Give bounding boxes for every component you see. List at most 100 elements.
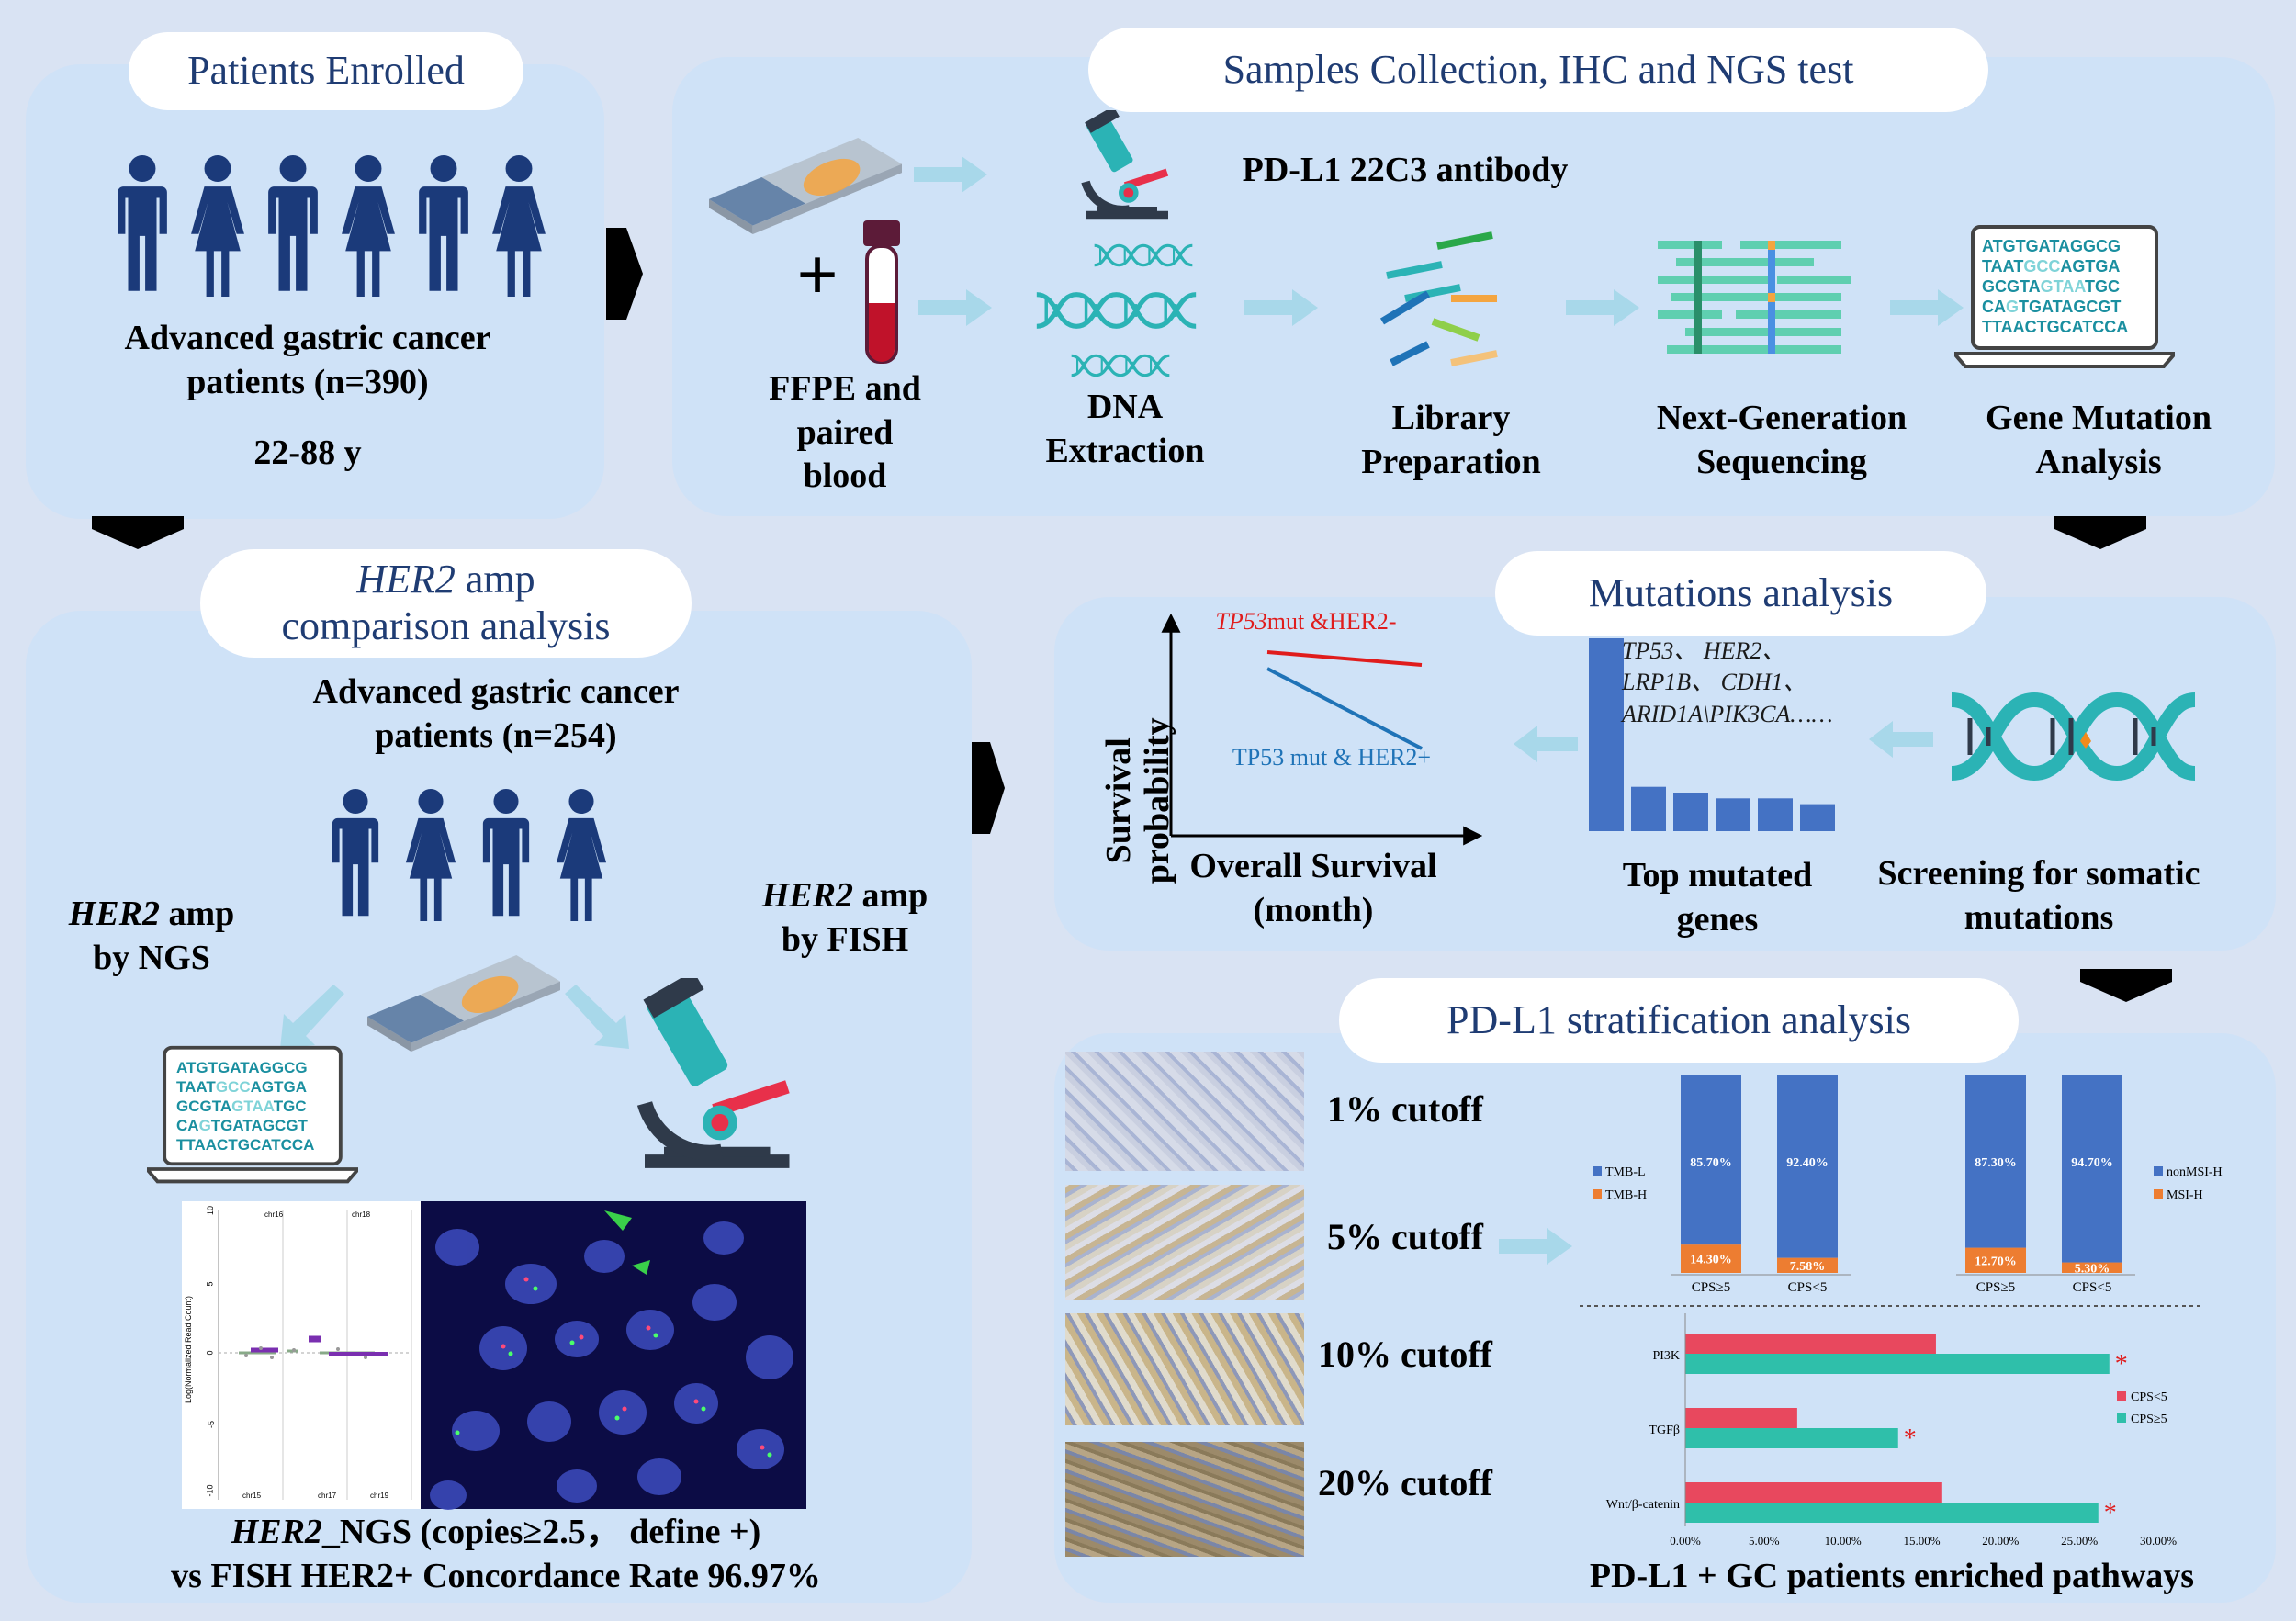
legend-label: MSI-H [2167,1188,2203,1202]
sequence-text: ATGTGATAGGCG TAATGCCAGTGA GCGTAGTAATGC C… [176,1059,315,1154]
arrow-icon [1890,289,1964,326]
arrow-icon [914,156,987,193]
cnv-chr-label: chr19 [370,1492,389,1500]
sequencing-reads-icon [1658,241,1851,354]
legend-label: TMB-L [1605,1165,1646,1179]
cnv-tick: 0 [205,1350,215,1356]
category-tick-label: Wnt/β-catenin [1606,1498,1680,1512]
arrow-icon [565,985,629,1049]
arrow-left-icon [1514,726,1578,762]
cnv-tick: 5 [205,1281,215,1287]
legend-label: TMB-H [1605,1188,1647,1202]
pathway-horizontal-bar-chart: PI3K*TGFβ*Wnt/β-catenin*0.00%5.00%10.00%… [1606,1313,2177,1548]
pill-samples: Samples Collection, IHC and NGS test [1088,28,1988,112]
chevron-right-icon [972,742,1005,834]
x-tick-label: 25.00% [2061,1534,2098,1548]
arrow-icon [1499,1228,1572,1265]
cnv-chr-label: chr15 [242,1492,262,1500]
microscope-icon [1064,110,1174,220]
cutoff-label: 10% cutoff [1318,1334,1492,1375]
slide-icon [367,955,560,1052]
cutoff-label: 20% cutoff [1318,1462,1492,1503]
her2-sequence-laptop: ATGTGATAGGCG TAATGCCAGTGA GCGTAGTAATGC C… [147,1045,358,1188]
category-tick-label: CPS≥5 [1976,1280,2015,1295]
stacked-bar-segment [2062,1262,2122,1273]
chevron-down-icon [2080,969,2172,1002]
hbar [1685,1354,2110,1374]
cnv-ylabel: Log(Normalized Read Count) [184,1295,193,1403]
dna-mutation-icon [1951,692,2197,782]
dna-helix-icon [1065,351,1176,380]
stacked-bar-segment [1965,1247,2026,1273]
woman-icon [555,788,608,921]
man-icon [415,154,472,297]
hbar [1685,1503,2099,1523]
antibody-label: PD-L1 22C3 antibody [1242,151,1569,189]
gene-bar [1631,786,1666,831]
x-tick-label: 0.00% [1670,1534,1701,1548]
hbar [1685,1334,1936,1354]
cnv-chr-label: chr16 [264,1210,284,1219]
ihc-image-5 [1065,1185,1304,1300]
x-tick-label: 15.00% [1903,1534,1940,1548]
category-tick-label: PI3K [1652,1349,1680,1363]
arrow-left-icon [1869,721,1933,758]
woman-icon [340,154,397,297]
chevron-down-icon [92,516,184,549]
bar-data-label: 85.70% [1690,1156,1732,1170]
category-tick-label: CPS≥5 [1692,1280,1730,1295]
stacked-bar-segment [1777,1075,1838,1258]
legend-label: nonMSI-H [2167,1165,2223,1179]
bar-data-label: 94.70% [2071,1156,2113,1170]
cnv-tick: 10 [206,1205,216,1216]
her2-fish-label: HER2 amp by FISH [761,876,929,959]
cnv-chr-label: chr18 [352,1210,371,1219]
survival-line-tp53-her2-pos: TP53 mut & HER2+ [1232,744,1432,771]
woman-icon [404,788,457,921]
her2-ngs-label: HER2 amp by NGS [68,895,235,977]
bar-data-label: 14.30% [1690,1254,1732,1267]
legend-swatch [1593,1189,1602,1199]
stacked-bar-segment [1681,1244,1741,1273]
legend-swatch [2154,1189,2163,1199]
bar-data-label: 7.58% [1790,1260,1826,1274]
plus-sign: + [796,235,838,316]
legend-label: CPS<5 [2131,1390,2167,1404]
x-tick-label: 5.00% [1749,1534,1780,1548]
fish-image [421,1201,806,1510]
arrow-icon [1566,289,1639,326]
cnv-tick: -5 [207,1420,217,1429]
man-icon [329,788,382,921]
stacked-bar-segment [1965,1075,2026,1248]
legend-swatch [1593,1166,1602,1176]
ihc-image-10 [1065,1313,1304,1425]
legend-swatch [2117,1391,2126,1401]
dna-helix-icon [1088,241,1199,270]
sequence-laptop: ATGTGATAGGCG TAATGCCAGTGA GCGTAGTAATGC C… [1954,225,2175,372]
concordance-label: HER2_NGS (copies≥2.5， define +) vs FISH … [171,1513,821,1595]
cnv-chr-label: chr17 [318,1492,337,1500]
hbar [1685,1428,1898,1448]
sequence-text: ATGTGATAGGCG TAATGCCAGTGA GCGTAGTAATGC C… [1982,237,2129,336]
survival-xlabel: Overall Survival(month) [1189,847,1437,929]
top-mutated-genes-chart [1589,638,1835,831]
arrow-icon [918,289,992,326]
category-tick-label: CPS<5 [1788,1280,1828,1295]
significance-marker: * [1904,1424,1917,1453]
blood-tube-icon [863,220,900,364]
stacked-bar-segment [1681,1075,1741,1245]
enrolled-age: 22-88 y [253,433,362,472]
stacked-bar-segment [2062,1075,2122,1263]
bar-data-label: 92.40% [1786,1156,1829,1170]
bar-data-label: 5.30% [2075,1262,2110,1276]
panel-mutations [1054,597,2276,951]
top-gene-names: TP53、 HER2、LRP1B、 CDH1、ARID1A\PIK3CA…… [1622,637,1833,727]
gene-bar [1716,798,1750,831]
library-fragments-icon [1379,231,1498,366]
